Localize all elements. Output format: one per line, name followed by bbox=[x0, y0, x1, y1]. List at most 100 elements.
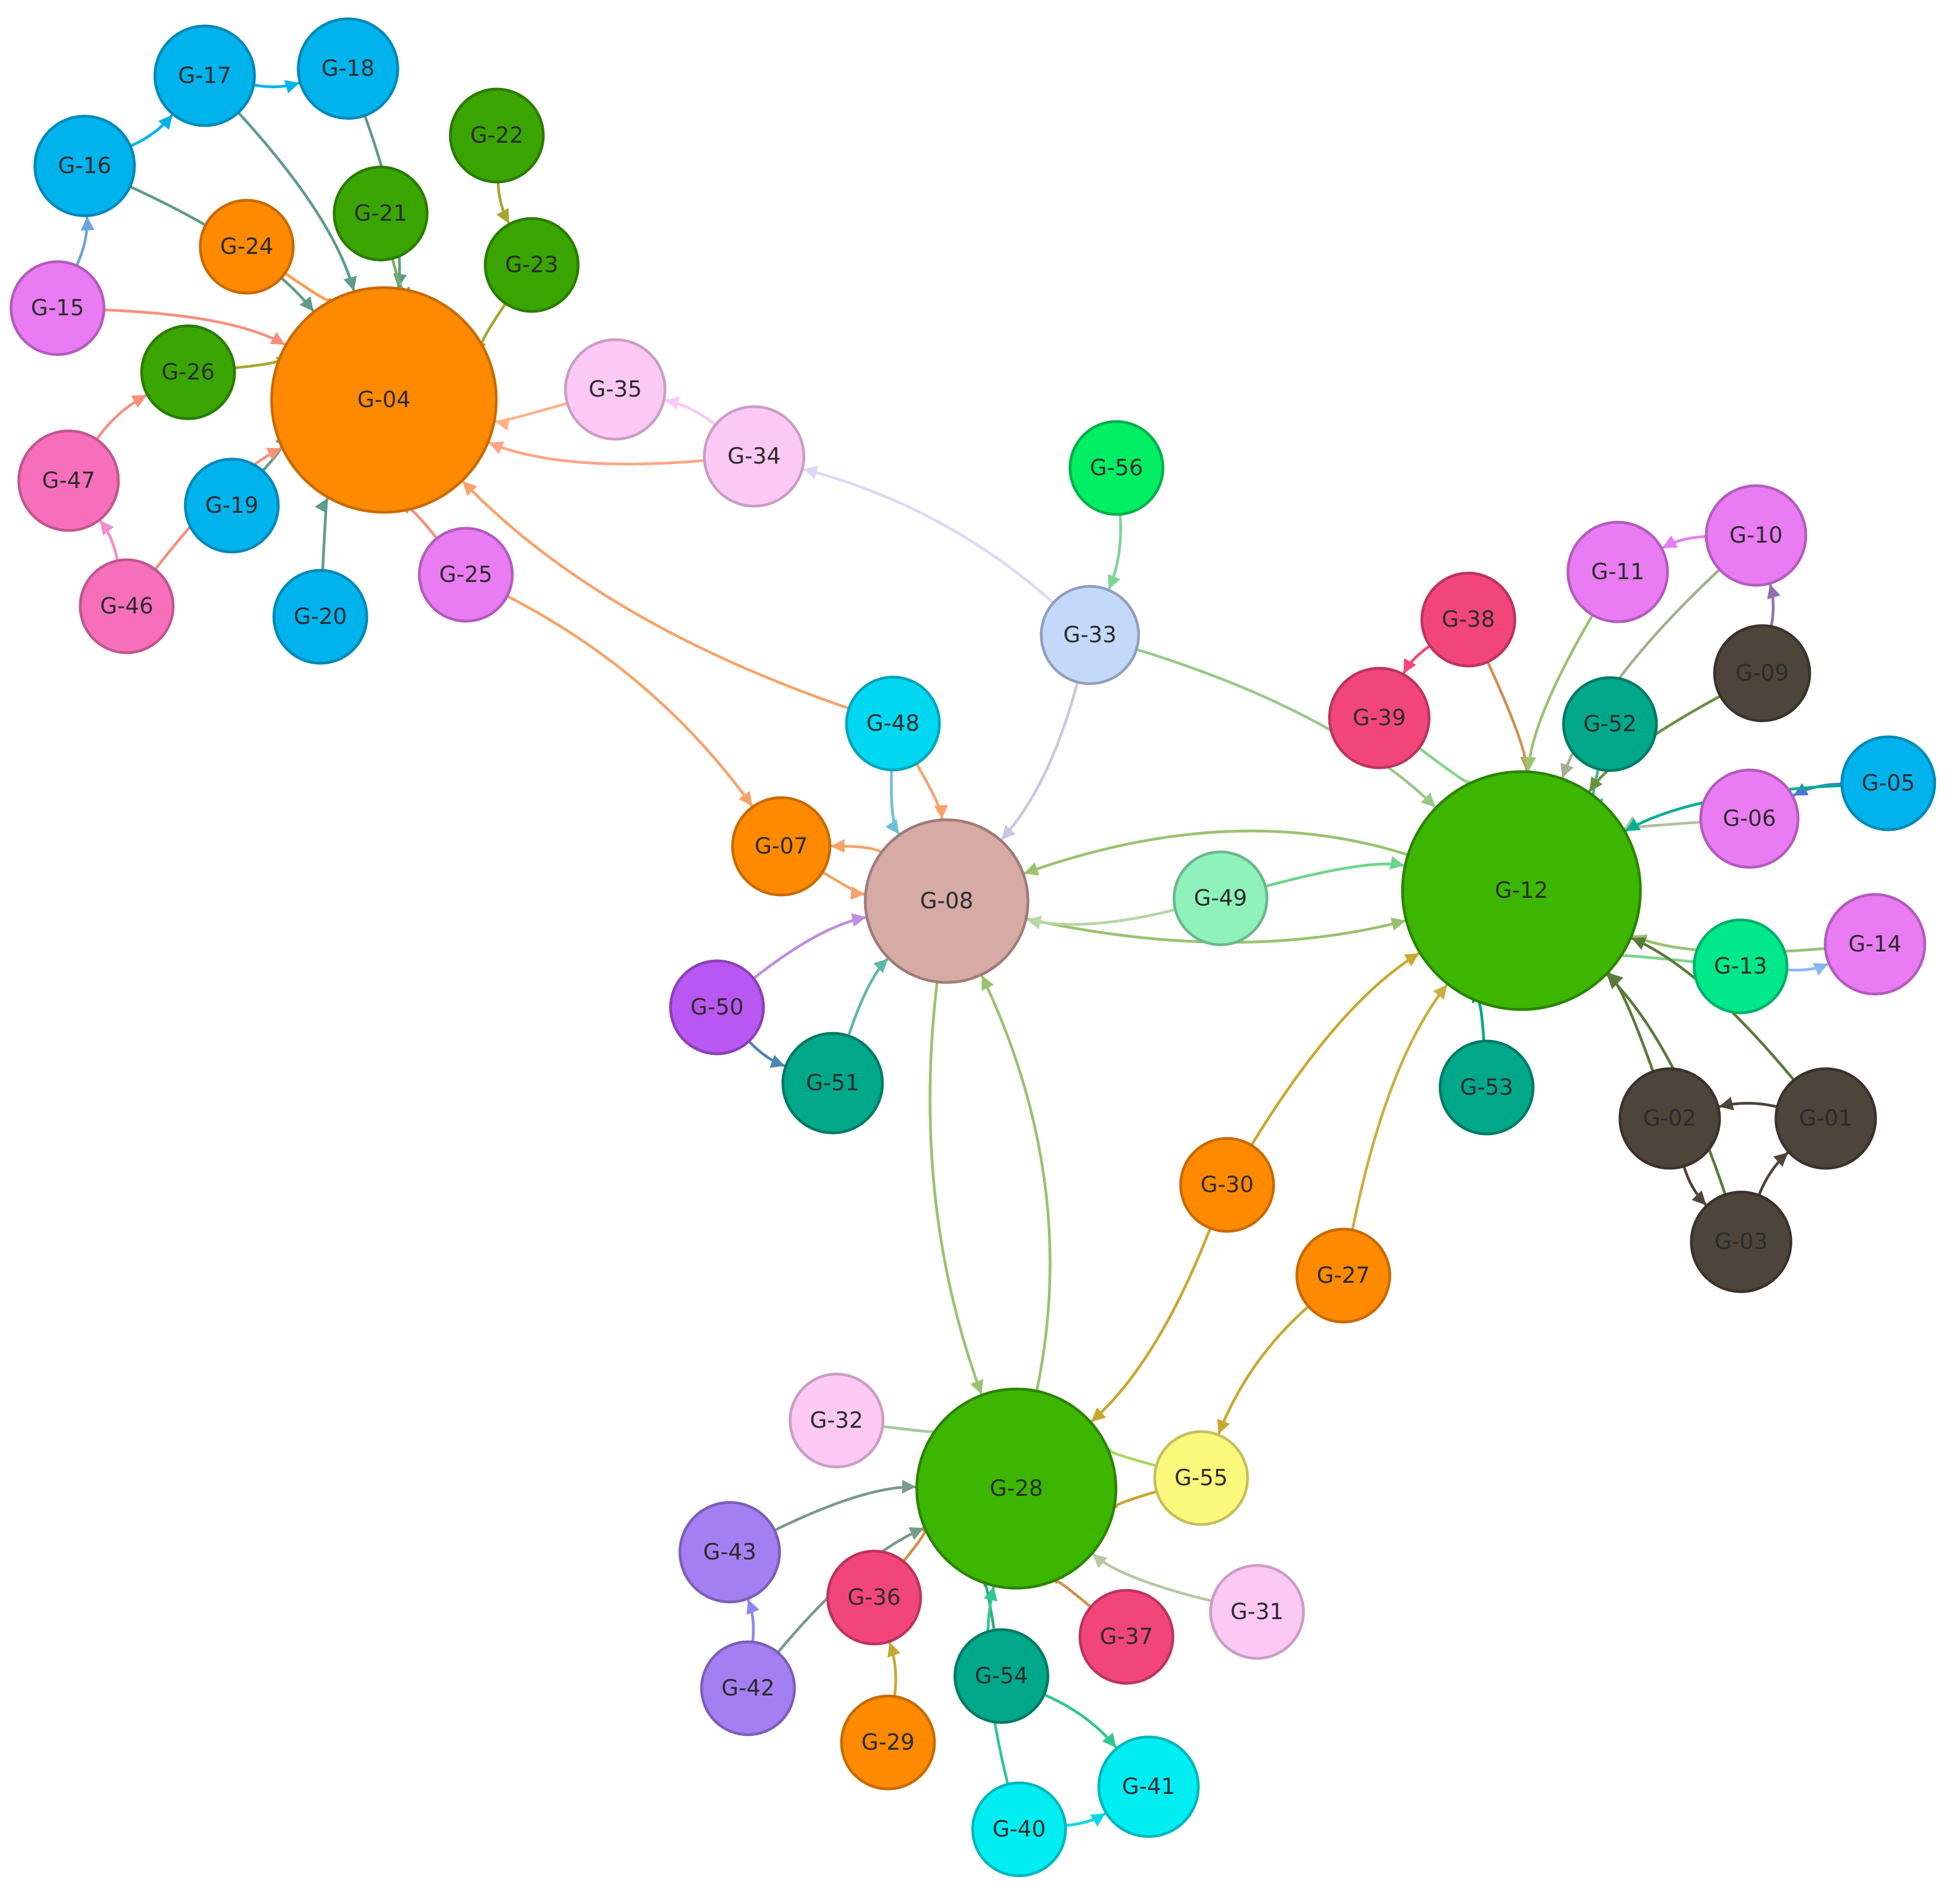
node-circle[interactable] bbox=[1705, 484, 1807, 587]
node-circle[interactable] bbox=[199, 199, 295, 295]
node-g-33[interactable]: G-33 bbox=[1040, 585, 1140, 685]
node-g-38[interactable]: G-38 bbox=[1420, 571, 1516, 668]
node-circle[interactable] bbox=[564, 338, 667, 441]
node-g-47[interactable]: G-47 bbox=[17, 429, 120, 532]
node-circle[interactable] bbox=[1097, 1735, 1200, 1838]
node-g-08[interactable]: G-08 bbox=[864, 818, 1030, 984]
node-g-04[interactable]: G-04 bbox=[270, 286, 498, 514]
node-g-36[interactable]: G-36 bbox=[826, 1549, 922, 1646]
node-g-55[interactable]: G-55 bbox=[1153, 1430, 1249, 1526]
node-g-35[interactable]: G-35 bbox=[564, 338, 667, 441]
node-circle[interactable] bbox=[1699, 768, 1800, 869]
node-circle[interactable] bbox=[1401, 770, 1642, 1011]
node-circle[interactable] bbox=[1840, 735, 1936, 831]
node-circle[interactable] bbox=[1078, 1589, 1175, 1685]
node-circle[interactable] bbox=[270, 286, 498, 514]
node-circle[interactable] bbox=[788, 1372, 885, 1469]
node-circle[interactable] bbox=[1420, 571, 1516, 668]
node-g-23[interactable]: G-23 bbox=[484, 217, 580, 313]
node-g-17[interactable]: G-17 bbox=[153, 24, 256, 127]
node-g-06[interactable]: G-06 bbox=[1699, 768, 1800, 869]
node-g-07[interactable]: G-07 bbox=[731, 796, 832, 897]
node-g-27[interactable]: G-27 bbox=[1295, 1227, 1391, 1324]
node-g-18[interactable]: G-18 bbox=[297, 17, 399, 120]
node-circle[interactable] bbox=[484, 217, 580, 313]
node-g-52[interactable]: G-52 bbox=[1562, 676, 1658, 772]
node-circle[interactable] bbox=[449, 87, 545, 184]
node-circle[interactable] bbox=[272, 569, 368, 665]
node-circle[interactable] bbox=[1824, 893, 1926, 996]
node-g-28[interactable]: G-28 bbox=[915, 1387, 1118, 1590]
node-circle[interactable] bbox=[1713, 624, 1811, 722]
node-circle[interactable] bbox=[864, 818, 1030, 984]
node-circle[interactable] bbox=[915, 1387, 1118, 1590]
node-circle[interactable] bbox=[669, 959, 765, 1055]
node-circle[interactable] bbox=[1438, 1039, 1535, 1136]
node-g-25[interactable]: G-25 bbox=[418, 527, 514, 623]
node-g-02[interactable]: G-02 bbox=[1618, 1067, 1721, 1170]
node-circle[interactable] bbox=[17, 429, 120, 532]
node-circle[interactable] bbox=[418, 527, 514, 623]
node-circle[interactable] bbox=[1295, 1227, 1391, 1324]
node-circle[interactable] bbox=[826, 1549, 922, 1646]
node-circle[interactable] bbox=[840, 1694, 936, 1791]
node-g-12[interactable]: G-12 bbox=[1401, 770, 1642, 1011]
node-g-29[interactable]: G-29 bbox=[840, 1694, 936, 1791]
node-circle[interactable] bbox=[678, 1501, 781, 1604]
node-g-48[interactable]: G-48 bbox=[845, 675, 941, 772]
node-g-20[interactable]: G-20 bbox=[272, 569, 368, 665]
node-g-42[interactable]: G-42 bbox=[700, 1640, 796, 1736]
node-g-10[interactable]: G-10 bbox=[1705, 484, 1807, 587]
node-g-32[interactable]: G-32 bbox=[788, 1372, 885, 1469]
node-circle[interactable] bbox=[297, 17, 399, 120]
node-circle[interactable] bbox=[1774, 1067, 1877, 1170]
node-g-43[interactable]: G-43 bbox=[678, 1501, 781, 1604]
node-g-50[interactable]: G-50 bbox=[669, 959, 765, 1055]
node-g-53[interactable]: G-53 bbox=[1438, 1039, 1535, 1136]
node-g-13[interactable]: G-13 bbox=[1692, 918, 1789, 1015]
node-circle[interactable] bbox=[184, 457, 280, 554]
node-g-16[interactable]: G-16 bbox=[33, 115, 136, 217]
node-circle[interactable] bbox=[703, 405, 806, 508]
node-g-01[interactable]: G-01 bbox=[1774, 1067, 1877, 1170]
node-g-14[interactable]: G-14 bbox=[1824, 893, 1926, 996]
node-circle[interactable] bbox=[1040, 585, 1140, 685]
node-g-30[interactable]: G-30 bbox=[1179, 1137, 1275, 1233]
node-g-09[interactable]: G-09 bbox=[1713, 624, 1811, 722]
node-g-03[interactable]: G-03 bbox=[1690, 1190, 1793, 1293]
node-g-41[interactable]: G-41 bbox=[1097, 1735, 1200, 1838]
node-circle[interactable] bbox=[1692, 918, 1789, 1015]
node-g-31[interactable]: G-31 bbox=[1209, 1564, 1305, 1660]
node-circle[interactable] bbox=[1566, 521, 1669, 623]
node-circle[interactable] bbox=[1690, 1190, 1793, 1293]
node-g-21[interactable]: G-21 bbox=[333, 165, 429, 262]
node-circle[interactable] bbox=[781, 1032, 884, 1135]
node-circle[interactable] bbox=[1562, 676, 1658, 772]
node-circle[interactable] bbox=[1172, 850, 1269, 946]
node-g-19[interactable]: G-19 bbox=[184, 457, 280, 554]
node-g-49[interactable]: G-49 bbox=[1172, 850, 1269, 946]
node-circle[interactable] bbox=[1179, 1137, 1275, 1233]
node-g-15[interactable]: G-15 bbox=[9, 260, 106, 356]
node-circle[interactable] bbox=[1068, 420, 1165, 516]
node-g-37[interactable]: G-37 bbox=[1078, 1589, 1175, 1685]
node-g-34[interactable]: G-34 bbox=[703, 405, 806, 508]
node-circle[interactable] bbox=[33, 115, 136, 217]
node-circle[interactable] bbox=[845, 675, 941, 772]
node-circle[interactable] bbox=[953, 1628, 1050, 1724]
node-g-51[interactable]: G-51 bbox=[781, 1032, 884, 1135]
node-circle[interactable] bbox=[1153, 1430, 1249, 1526]
node-g-40[interactable]: G-40 bbox=[971, 1781, 1067, 1877]
node-circle[interactable] bbox=[731, 796, 832, 897]
node-g-26[interactable]: G-26 bbox=[140, 324, 236, 420]
node-circle[interactable] bbox=[1618, 1067, 1721, 1170]
node-g-56[interactable]: G-56 bbox=[1068, 420, 1165, 516]
node-g-39[interactable]: G-39 bbox=[1328, 667, 1431, 769]
node-g-46[interactable]: G-46 bbox=[79, 558, 175, 654]
node-circle[interactable] bbox=[1209, 1564, 1305, 1660]
node-g-54[interactable]: G-54 bbox=[953, 1628, 1050, 1724]
node-circle[interactable] bbox=[1328, 667, 1431, 769]
node-circle[interactable] bbox=[333, 165, 429, 262]
node-g-05[interactable]: G-05 bbox=[1840, 735, 1936, 831]
node-g-24[interactable]: G-24 bbox=[199, 199, 295, 295]
